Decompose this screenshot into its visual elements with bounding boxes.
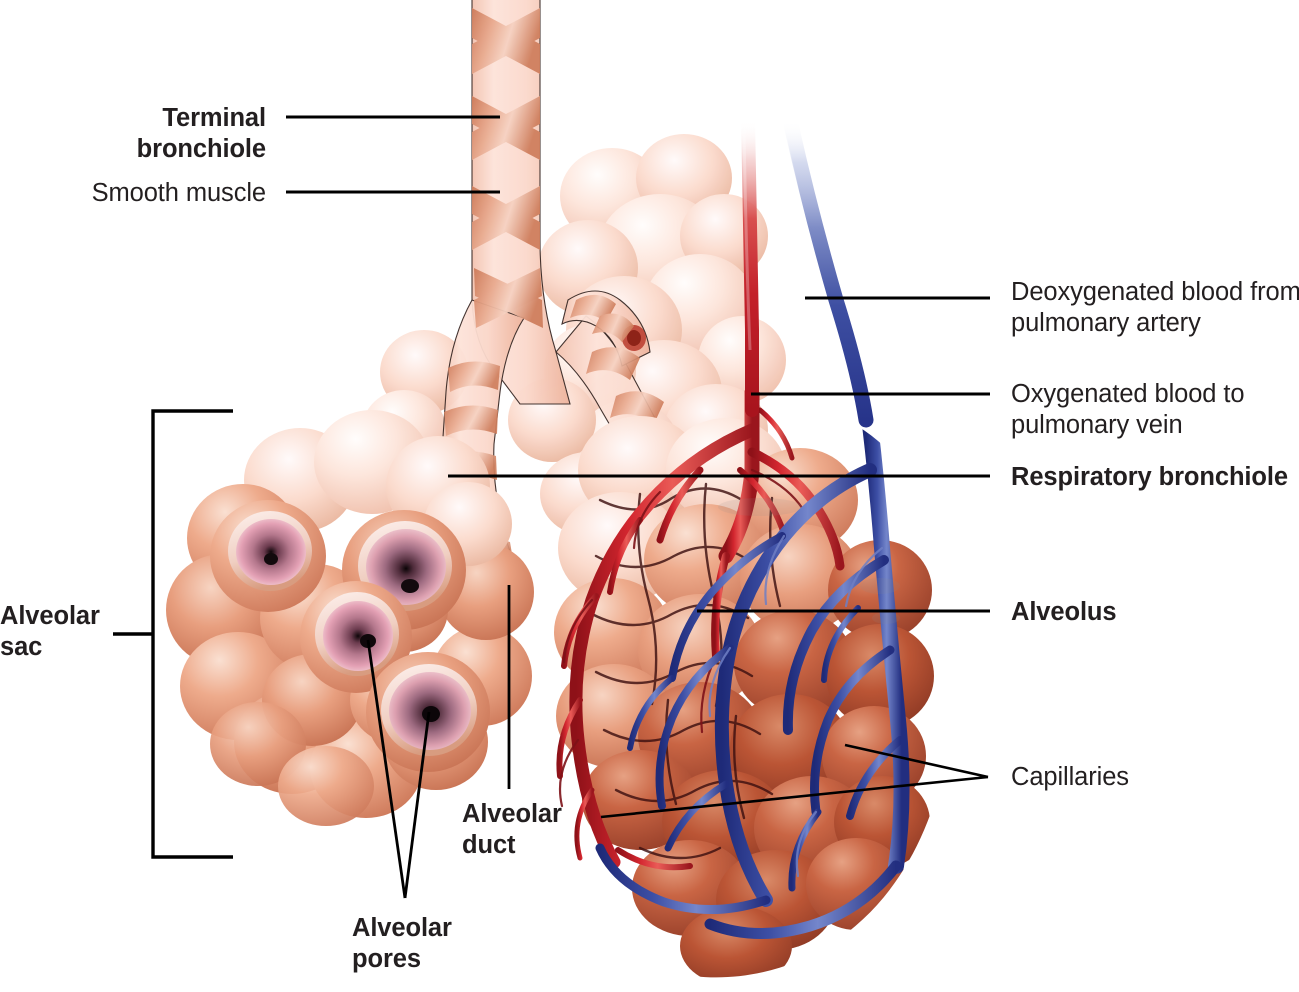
smooth-muscle-bands <box>472 8 543 328</box>
capillary-alveolar-sac <box>554 112 934 978</box>
label-alveolar-sac: Alveolar sac <box>0 602 100 661</box>
bracket-alveolar-sac <box>113 409 233 859</box>
alveolus-cut-3 <box>300 581 412 693</box>
leader-alveolar-pores <box>366 639 431 899</box>
alveolar-pore <box>264 553 278 565</box>
label-terminal-bronchiole: Terminal bronchiole <box>136 104 266 163</box>
alveolar-pore <box>401 579 419 593</box>
label-alveolus: Alveolus <box>1011 598 1117 626</box>
label-oxygenated-blood: Oxygenated blood to pulmonary vein <box>1011 380 1245 439</box>
alveolar-pore <box>422 706 440 722</box>
label-smooth-muscle: Smooth muscle <box>91 179 267 207</box>
alveolus-cut-4 <box>366 652 490 772</box>
label-deoxygenated-blood: Deoxygenated blood from pulmonary artery <box>1011 278 1299 337</box>
label-respiratory-bronchiole: Respiratory bronchiole <box>1011 463 1288 491</box>
label-alveolar-pores: Alveolar pores <box>352 914 452 973</box>
pulmonary-artery-trunk <box>741 113 760 417</box>
alveolus-cut-1 <box>210 500 326 612</box>
label-capillaries: Capillaries <box>1011 763 1129 791</box>
pulmonary-vein-trunk <box>782 112 874 428</box>
leader-capillaries <box>600 743 989 819</box>
alveolar-sac-left <box>166 410 534 826</box>
label-alveolar-duct: Alveolar duct <box>462 800 562 859</box>
